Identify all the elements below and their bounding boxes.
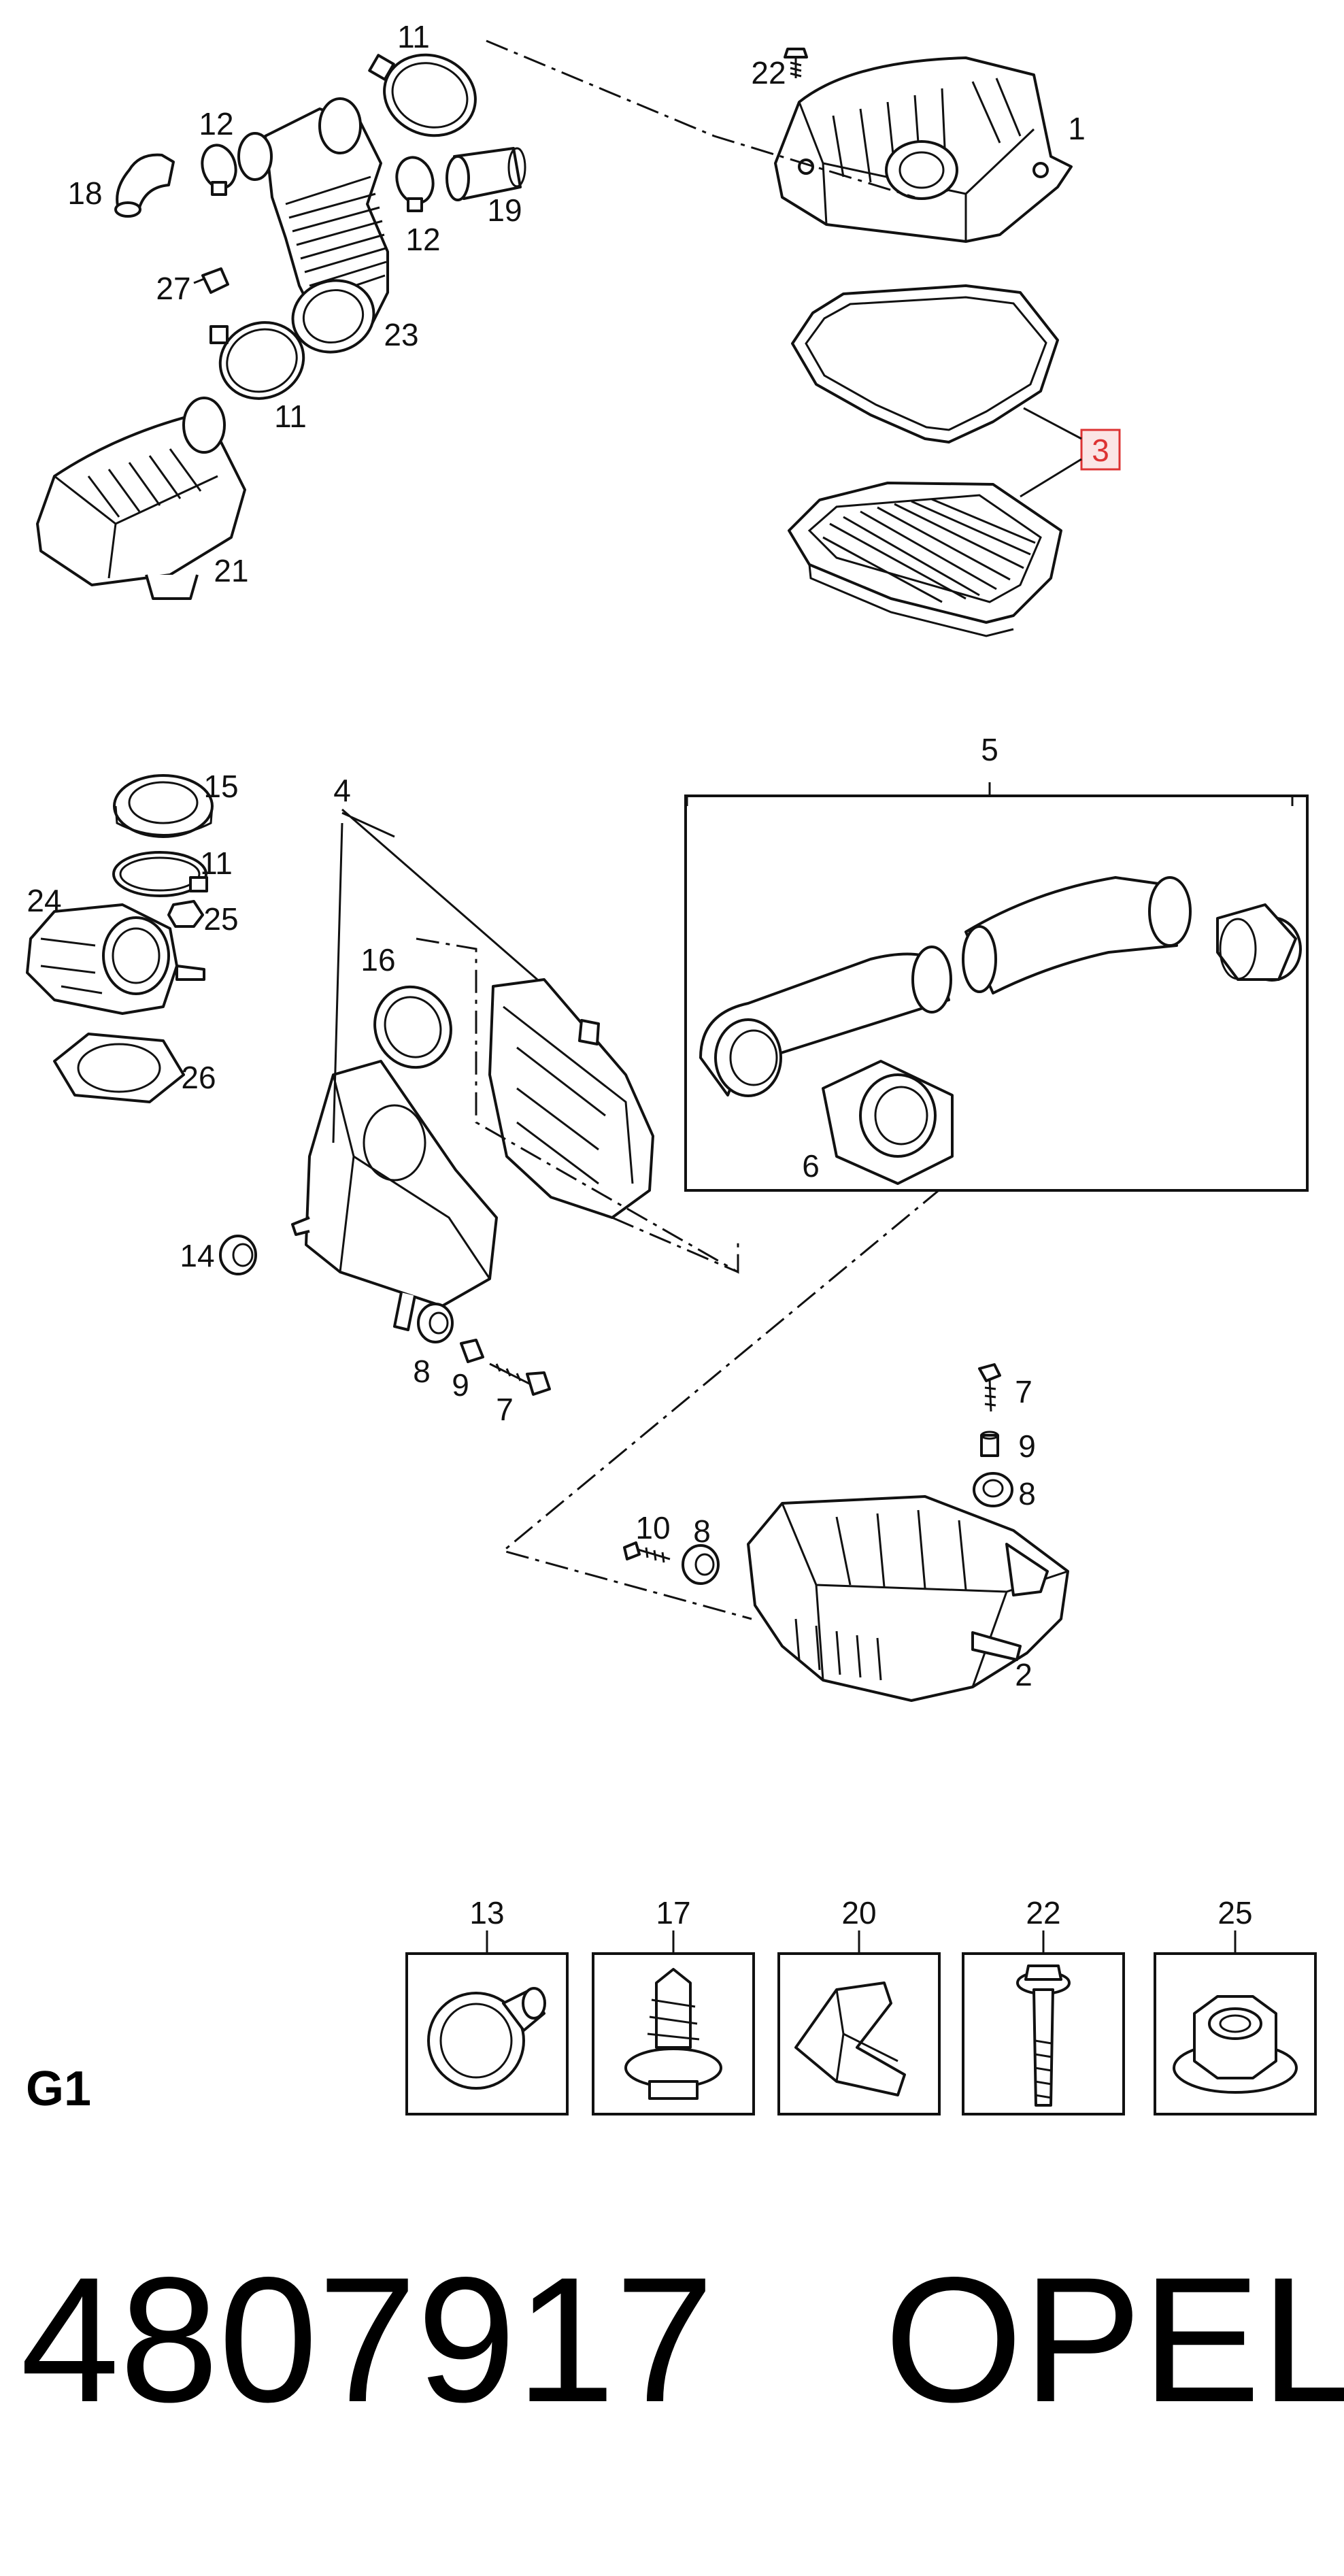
bracket-icon — [794, 1981, 906, 2096]
fir-tree-clip-icon — [624, 1968, 722, 2100]
bolt-22-top — [784, 48, 808, 78]
push-rivet-icon — [427, 1987, 546, 2090]
hardware-box-20: 20 — [777, 1895, 941, 2115]
callout-15: 15 — [203, 769, 238, 804]
grommet-8-right — [973, 1472, 1013, 1507]
callout-7-right: 7 — [1015, 1374, 1032, 1409]
clamp-11-throttle — [112, 851, 208, 897]
bolt-10 — [623, 1541, 671, 1563]
intake-duct-4 — [488, 978, 654, 1219]
sleeve-9-left — [460, 1339, 484, 1363]
adapter-ring-15 — [113, 774, 214, 838]
air-cleaner-housing-2 — [747, 1495, 1069, 1702]
callout-6: 6 — [802, 1148, 820, 1184]
hardware-box-13: 13 — [405, 1895, 569, 2115]
clamp-11-mid — [209, 321, 305, 400]
callout-21: 21 — [214, 553, 248, 588]
resonator-21 — [36, 397, 246, 600]
clamp-12-left — [201, 144, 237, 196]
sleeve-9-right — [980, 1431, 999, 1457]
brand-name: OPEL — [884, 2240, 1344, 2439]
hardware-box-22: 22 — [962, 1895, 1125, 2115]
nut-25-small — [167, 900, 204, 928]
callout-22-top: 22 — [751, 55, 786, 90]
callout-9-left: 9 — [452, 1367, 469, 1403]
boot-6 — [822, 1060, 954, 1185]
part-number: 4807917 — [20, 2240, 714, 2439]
svg-text:13: 13 — [469, 1895, 504, 1930]
callout-10: 10 — [635, 1510, 670, 1545]
callout-8-lower: 8 — [693, 1513, 711, 1549]
intake-duct-5 — [699, 876, 1302, 1097]
svg-text:25: 25 — [1217, 1895, 1252, 1930]
callout-12-left: 12 — [199, 106, 233, 141]
bolt-7-left — [489, 1362, 551, 1396]
air-cleaner-cover — [774, 56, 1073, 243]
clamp-12-right — [395, 156, 435, 212]
callout-27: 27 — [156, 271, 190, 306]
callout-9-right: 9 — [1018, 1428, 1036, 1464]
bushing-14 — [219, 1235, 257, 1275]
callout-14: 14 — [180, 1238, 214, 1273]
callout-2: 2 — [1015, 1657, 1032, 1692]
gasket-26 — [53, 1033, 185, 1103]
callout-25-small: 25 — [203, 901, 238, 937]
callout-labels: 11 22 1 12 18 19 12 27 23 11 21 5 4 15 1… — [27, 19, 1085, 1692]
air-filter-element — [788, 482, 1062, 637]
callout-4: 4 — [333, 773, 351, 808]
air-filter-seal — [791, 284, 1059, 444]
svg-text:22: 22 — [1026, 1895, 1060, 1930]
svg-text:20: 20 — [841, 1895, 876, 1930]
callout-19: 19 — [487, 193, 522, 228]
resonator-hose-23 — [237, 97, 389, 354]
callout-11-throttle: 11 — [200, 846, 233, 881]
grommet-8-lower — [682, 1544, 720, 1585]
callout-11-top: 11 — [397, 19, 430, 54]
callout-7-left: 7 — [496, 1392, 514, 1427]
callout-8-left: 8 — [413, 1354, 431, 1389]
hardware-box-17: 17 — [592, 1895, 755, 2115]
callout-12-right: 12 — [405, 222, 440, 257]
callout-5: 5 — [981, 732, 998, 767]
hex-nut-icon — [1173, 1995, 1298, 2094]
grommet-8-left — [417, 1303, 454, 1343]
callout-24: 24 — [27, 883, 61, 918]
hose-19 — [446, 147, 526, 201]
callout-16: 16 — [360, 942, 395, 977]
bolt-7-right — [978, 1363, 1001, 1412]
hardware-box-25: 25 — [1154, 1895, 1317, 2115]
seal-16 — [373, 985, 452, 1069]
section-code: G1 — [26, 2062, 92, 2116]
callout-11-mid: 11 — [274, 399, 307, 434]
callout-23: 23 — [384, 317, 418, 352]
callout-1: 1 — [1068, 111, 1086, 146]
callout-18: 18 — [67, 175, 102, 211]
throttle-body-24 — [26, 903, 205, 1015]
resonator-housing-4 — [291, 1060, 498, 1331]
flange-bolt-icon — [1016, 1964, 1071, 2107]
sensor-27 — [193, 267, 229, 294]
callout-8-right: 8 — [1018, 1476, 1036, 1511]
svg-text:3: 3 — [1092, 433, 1109, 468]
callout-26: 26 — [181, 1060, 216, 1095]
callout-3-highlighted[interactable]: 3 — [1080, 429, 1121, 471]
svg-text:17: 17 — [656, 1895, 690, 1930]
clamp-11-top — [368, 53, 477, 137]
elbow-hose-18 — [114, 153, 175, 218]
